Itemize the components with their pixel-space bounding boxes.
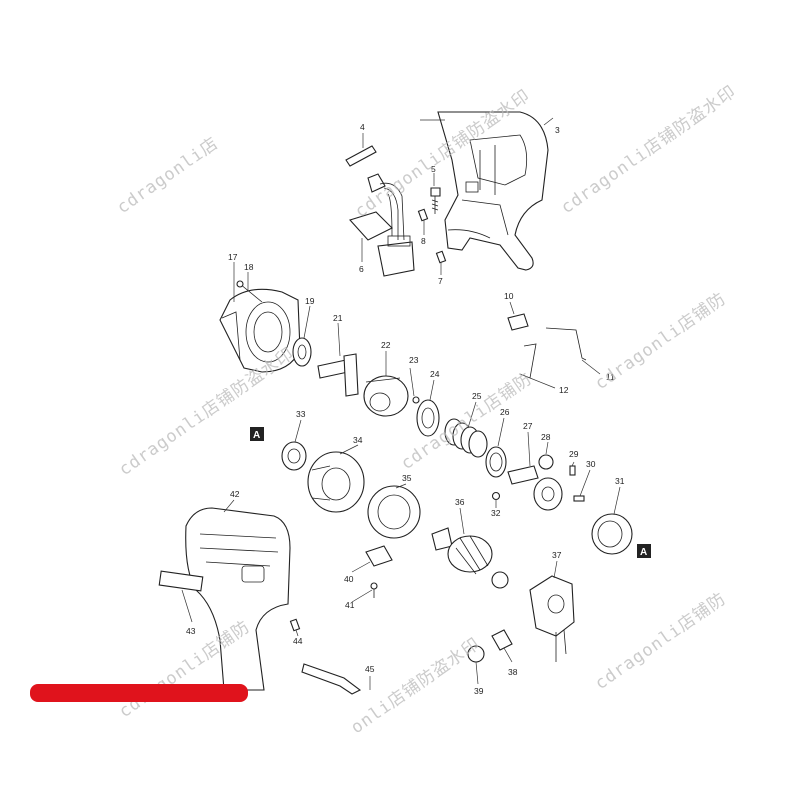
part-8-pin [417, 208, 429, 222]
part-32-ball [491, 491, 501, 501]
part-number-label: 39 [474, 686, 484, 696]
part-45-hook [301, 663, 362, 695]
part-number-label: 45 [365, 664, 375, 674]
part-number-label: 11 [606, 372, 615, 382]
part-17-gear-housing [219, 288, 301, 373]
part-number-label: 31 [615, 476, 625, 486]
part-31-ring [591, 513, 633, 555]
part-number-label: 4 [360, 122, 365, 132]
part-11-clip [545, 327, 587, 361]
part-18-screw [236, 280, 263, 303]
watermark-text: cdragonli店铺防 [591, 289, 730, 394]
part-number-label: 37 [552, 550, 562, 560]
part-21-spindle [317, 353, 359, 397]
part-3-handle-half [437, 111, 549, 271]
part-35-magnet-ring [367, 485, 421, 539]
part-12-clip [519, 343, 537, 379]
callout-marker-text: A [253, 430, 260, 441]
part-25-spring [444, 418, 488, 458]
part-number-label: 27 [523, 421, 533, 431]
part-7-pin [435, 250, 447, 264]
part-33-bearing [281, 441, 307, 471]
part-number-label: 8 [421, 236, 426, 246]
part-number-label: 40 [344, 574, 354, 584]
part-number-label: 30 [586, 459, 596, 469]
part-number-label: 44 [293, 636, 303, 646]
part-number-label: 5 [431, 164, 436, 174]
part-number-label: 6 [359, 264, 364, 274]
part-number-label: 18 [244, 262, 254, 272]
part-4-pin [345, 145, 377, 167]
part-number-label: 35 [402, 473, 412, 483]
callout-marker-text: A [640, 547, 647, 558]
part-number-label: 21 [333, 313, 343, 323]
part-number-label: 28 [541, 432, 551, 442]
part-number-label: 42 [230, 489, 240, 499]
part-number-label: 22 [381, 340, 391, 350]
part-number-label: 36 [455, 497, 465, 507]
part-37-brush-holder [529, 575, 575, 662]
watermark-text: cdragonli店铺防 [591, 589, 730, 694]
part-22-hammer [363, 375, 409, 417]
part-29-pin [569, 465, 576, 476]
callout-marker-a-right: A [637, 544, 651, 558]
part-40-plate [365, 545, 393, 567]
part-44-pin [289, 618, 301, 632]
part-number-label: 23 [409, 355, 419, 365]
part-30-pin [573, 495, 585, 502]
part-number-label: 33 [296, 409, 306, 419]
part-43-label [158, 570, 204, 592]
part-38-brush [491, 629, 513, 651]
watermark-text: onli店铺防盗水印 [347, 634, 484, 738]
part-10-terminal [507, 313, 529, 331]
leader-lines [181, 117, 621, 690]
part-number-label: 25 [472, 391, 482, 401]
part-26-washer [485, 446, 507, 478]
part-24-washer [416, 399, 440, 437]
part-19-washer [292, 337, 312, 367]
part-23-ball [412, 396, 420, 404]
part-number-label: 32 [491, 508, 501, 518]
part-number-label: 7 [438, 276, 443, 286]
part-number-label: 29 [569, 449, 579, 459]
bottom-red-bar [30, 684, 248, 702]
watermark-text: cdragonli店铺防盗水印 [557, 82, 740, 218]
part-number-label: 34 [353, 435, 363, 445]
watermark-text: cdragonli店铺防盗水印 [115, 344, 298, 480]
part-41-screw [370, 582, 378, 598]
part-number-label: 17 [228, 252, 238, 262]
part-5-screw [430, 187, 441, 214]
watermark-text: cdragonli店 [113, 133, 222, 218]
part-number-label: 19 [305, 296, 315, 306]
part-number-label: 12 [559, 385, 569, 395]
part-6-switch [349, 173, 415, 277]
part-number-label: 26 [500, 407, 510, 417]
part-number-label: 43 [186, 626, 196, 636]
callout-marker-a-left: A [250, 427, 264, 441]
part-28-gear [538, 454, 554, 470]
part-number-label: 10 [504, 291, 514, 301]
part-number-label: 3 [555, 125, 560, 135]
part-34-gear-case [307, 451, 365, 513]
part-27-anvil-shaft [507, 465, 563, 511]
part-number-label: 38 [508, 667, 518, 677]
part-number-label: 41 [345, 600, 355, 610]
part-number-labels: 3 4 5 6 7 8 10 11 12 17 18 19 21 22 23 2… [186, 122, 625, 696]
part-number-label: 24 [430, 369, 440, 379]
part-36-armature [431, 527, 509, 589]
